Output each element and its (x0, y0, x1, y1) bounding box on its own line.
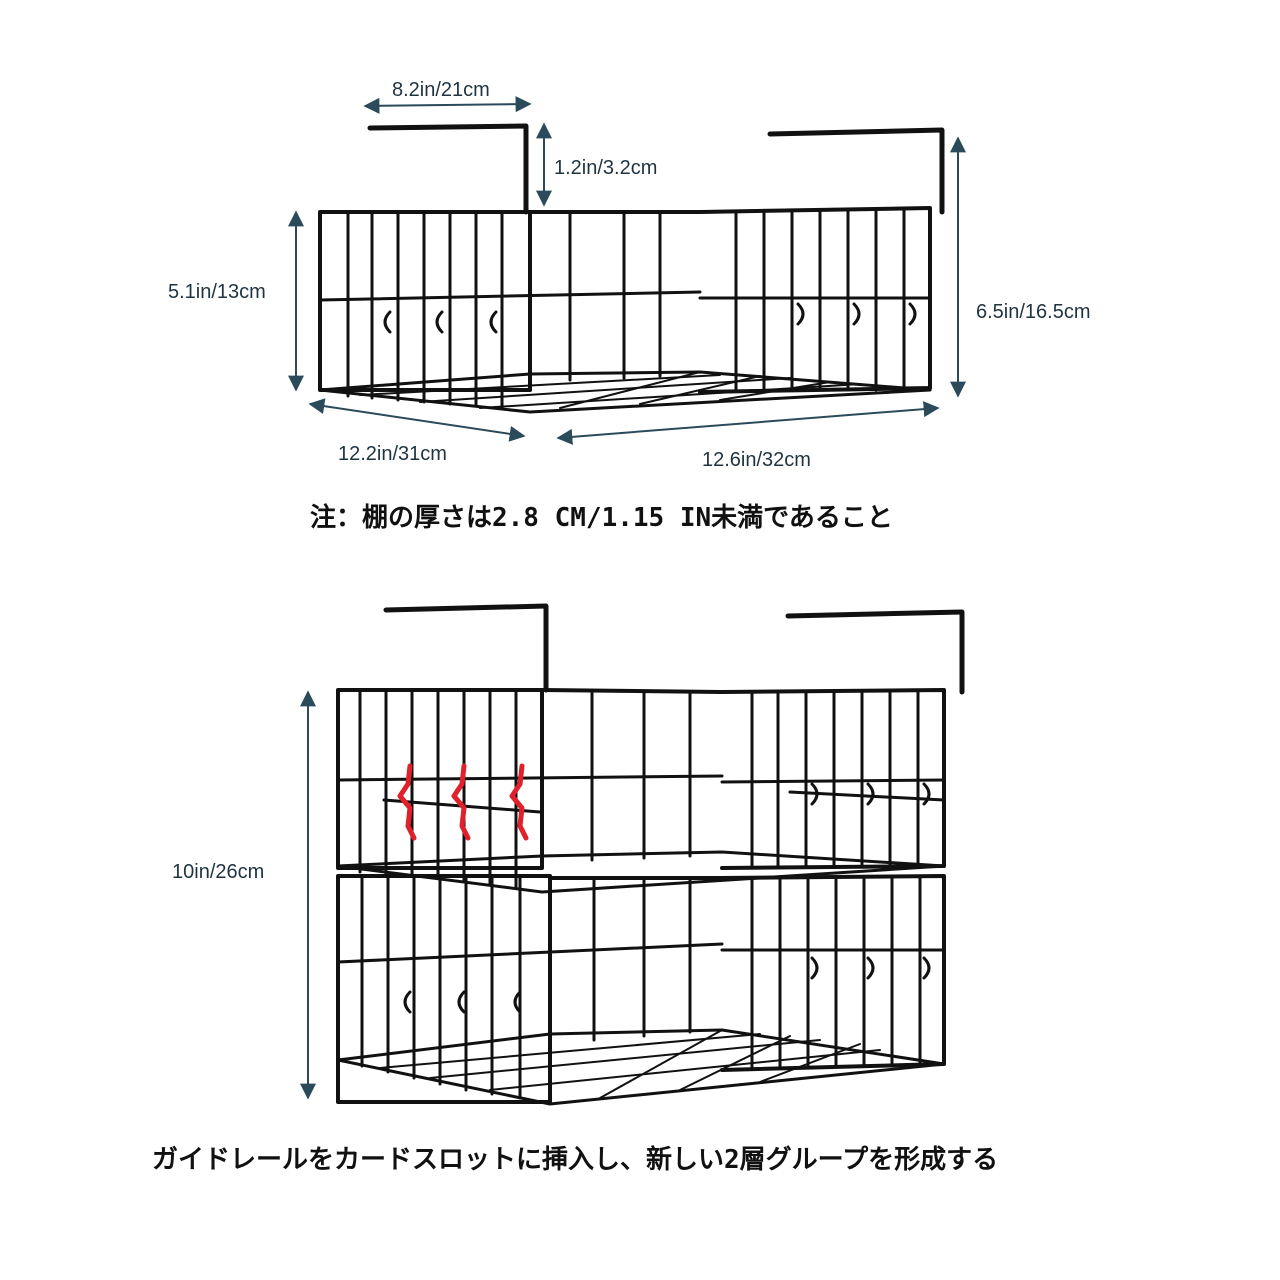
top-basket (318, 123, 945, 414)
lower-side-frame (720, 874, 946, 1072)
top-dimension-lines (288, 96, 966, 445)
lower-front-frame (336, 874, 552, 1104)
stacked-baskets (336, 603, 965, 1106)
thickness-note: 注：棚の厚さは2.8 CM/1.15 IN未満であること (310, 502, 893, 533)
bottom-left-hook (383, 603, 549, 693)
assembly-caption: ガイドレールをカードスロットに挿入し、新しい2層グループを形成する (152, 1144, 998, 1175)
dim-stack-height: 10in/26cm (172, 861, 264, 883)
dim-basket-height: 5.1in/13cm (168, 281, 266, 303)
top-left-hook (367, 123, 529, 215)
guide-rail-highlight (397, 763, 529, 841)
dim-hook-drop: 1.2in/3.2cm (554, 157, 657, 179)
dim-total-height: 6.5in/16.5cm (976, 301, 1091, 323)
dim-hook-width: 8.2in/21cm (392, 79, 490, 101)
bottom-right-hook (785, 609, 965, 695)
top-right-hook (767, 127, 945, 215)
dim-depth: 12.2in/31cm (338, 443, 447, 465)
dim-width: 12.6in/32cm (702, 449, 811, 471)
